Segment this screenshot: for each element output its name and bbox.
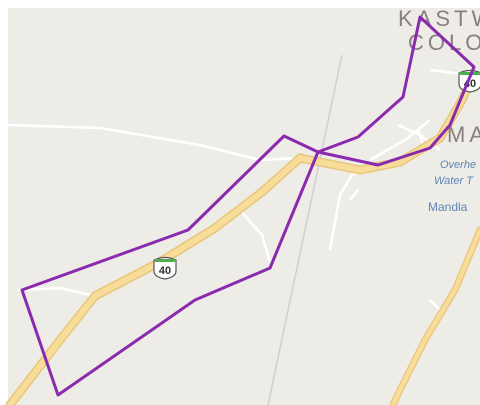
shield-label: 40 — [159, 265, 171, 277]
highway-shield-icon: 40 — [153, 256, 177, 280]
place-label-mandla: Mandla — [428, 200, 468, 214]
town-label-short: MA — [447, 122, 480, 147]
water-label-line2: Water T — [434, 175, 474, 187]
route-polygon — [20, 15, 476, 397]
town-label-line1: KASTW — [398, 6, 480, 31]
minor-road-far-west — [17, 286, 96, 298]
minor-road-west — [7, 123, 301, 162]
water-label-line1: Overhe — [440, 159, 476, 171]
town-label-line2: COLON — [408, 30, 480, 55]
minor-road-stub — [349, 189, 359, 201]
minor-road-mid — [239, 209, 272, 263]
minor-road-se — [429, 299, 441, 311]
minor-road-ne — [369, 119, 431, 162]
railway-line — [267, 54, 343, 405]
